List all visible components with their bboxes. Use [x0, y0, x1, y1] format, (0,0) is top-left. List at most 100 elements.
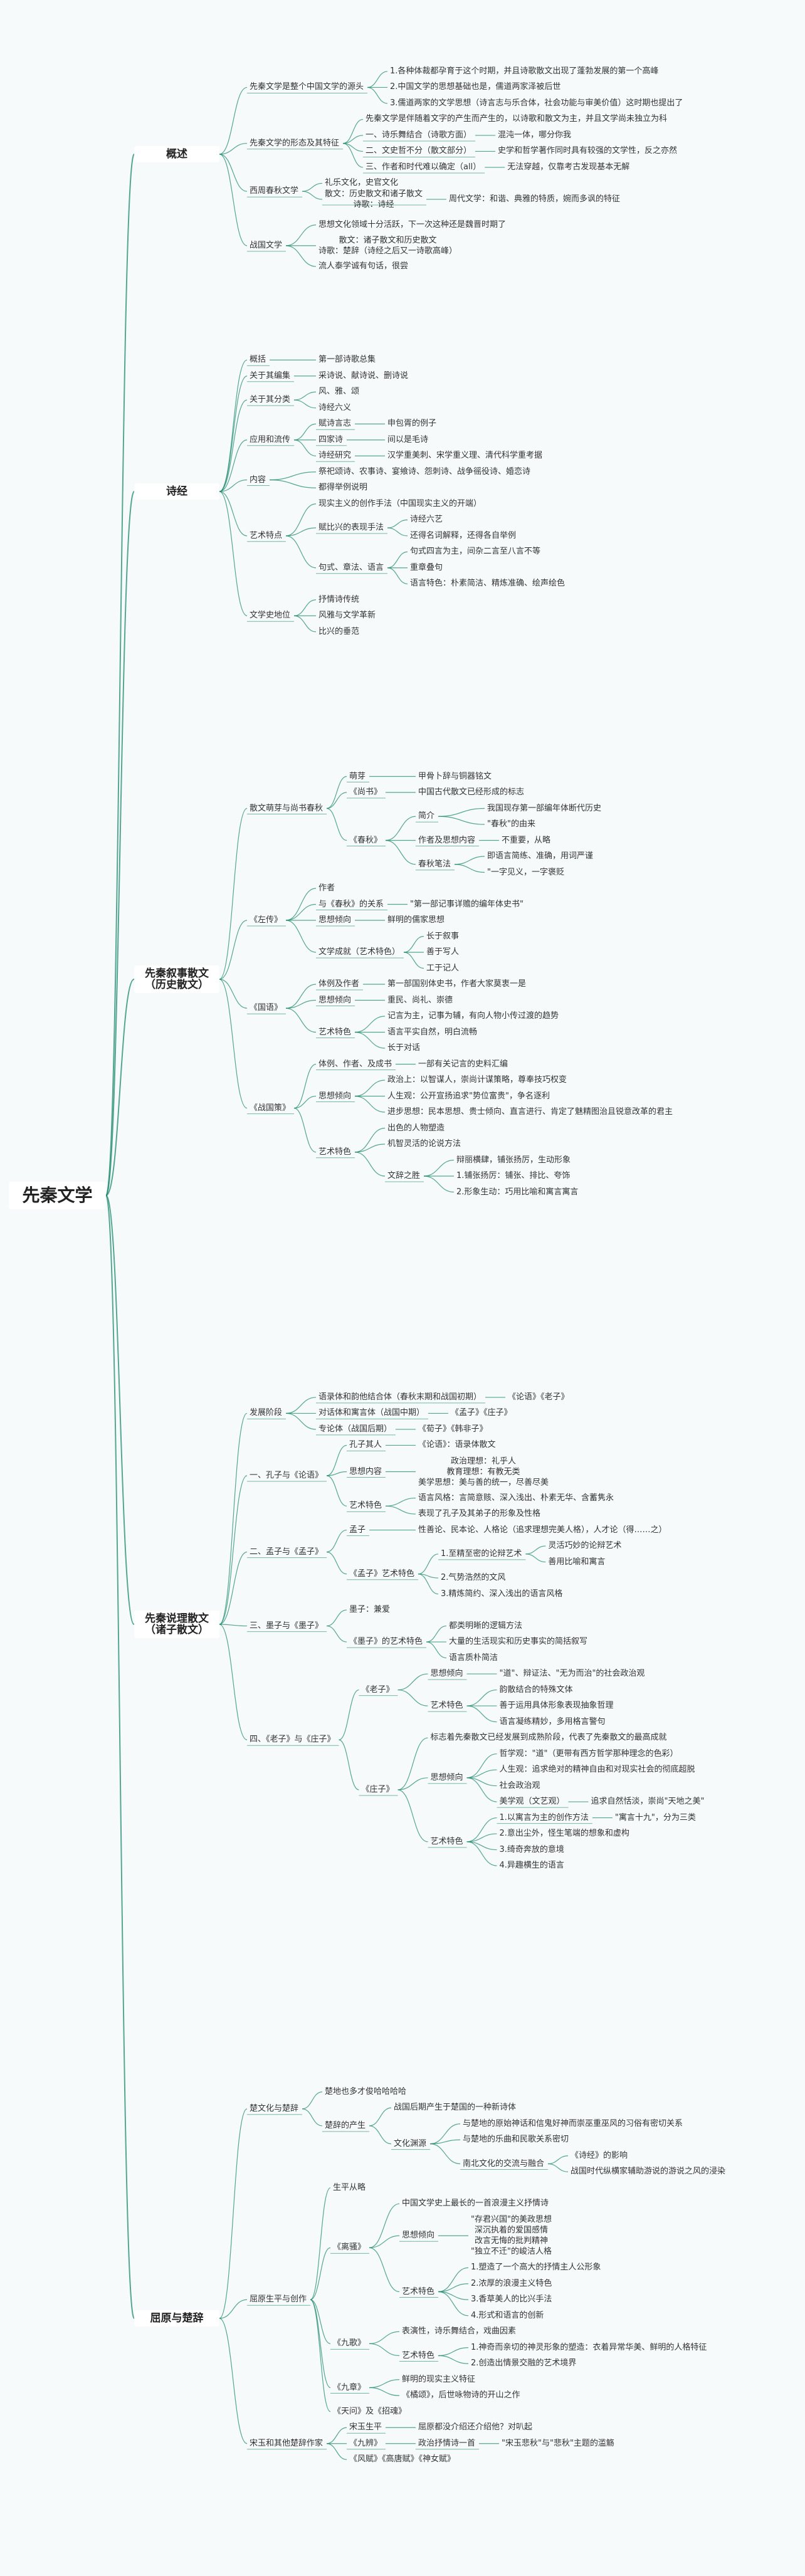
topic-node[interactable]: 关于其分类 [250, 395, 291, 404]
topic-node[interactable]: 文辞之胜 [387, 1171, 421, 1180]
topic-node[interactable]: 思想倾向 [318, 995, 352, 1005]
topic-node[interactable]: 孟子 [349, 1525, 366, 1535]
topic-node[interactable]: 思想内容 [349, 1466, 382, 1476]
topic-node[interactable]: 艺术特色 [402, 2350, 435, 2360]
section-topic[interactable]: 先秦叙事散文 （历史散文） [134, 965, 219, 993]
topic-node[interactable]: 对话体和寓言体（战国中期） [318, 1408, 425, 1418]
topic-node[interactable]: 思想倾向 [318, 915, 352, 925]
topic-node[interactable]: 第一部诗歌总集 [318, 355, 376, 365]
topic-node[interactable]: 1.铺张扬厉：铺张、排比、夸饰 [456, 1171, 571, 1180]
topic-node[interactable]: 记言为主，记事为辅，有向人物小传过渡的趋势 [387, 1011, 559, 1021]
topic-node[interactable]: 标志着先秦散文已经发展到成熟阶段，代表了先秦散文的最高成就 [430, 1733, 667, 1743]
topic-node[interactable]: 不重要，从略 [502, 835, 551, 845]
topic-node[interactable]: 长于叙事 [426, 931, 460, 941]
topic-node[interactable]: 祭祀颂诗、农事诗、宴飨诗、怨刺诗、战争徭役诗、婚恋诗 [318, 466, 531, 476]
topic-node[interactable]: 表现了孔子及其弟子的形象及性格 [418, 1509, 541, 1519]
topic-node[interactable]: 3.精炼简约、深入浅出的语言风格 [441, 1589, 563, 1599]
topic-node[interactable]: 礼乐文化，史官文化 [325, 178, 399, 188]
topic-node[interactable]: 句式、章法、语言 [318, 562, 384, 572]
topic-node[interactable]: "一字见义，一字褒贬 [487, 867, 564, 877]
topic-node[interactable]: 散文：诸子散文和历史散文 诗歌：楚辞（诗经之后又一诗歌高峰） [318, 235, 458, 256]
topic-node[interactable]: 人生观：公开宣扬追求"势位富贵"，争名逐利 [387, 1091, 550, 1101]
topic-node[interactable]: 机智灵活的论说方法 [387, 1139, 461, 1149]
topic-node[interactable]: 作者及思想内容 [418, 835, 476, 845]
topic-node[interactable]: 《九辨》 [349, 2438, 382, 2448]
topic-node[interactable]: 四家诗 [318, 434, 344, 444]
topic-node[interactable]: 思想倾向 [430, 1669, 463, 1679]
topic-node[interactable]: 2.形象生动：巧用比喻和寓言寓言 [456, 1187, 579, 1197]
topic-node[interactable]: 文学成就（艺术特色） [318, 947, 401, 957]
topic-node[interactable]: 先秦文学是伴随着文字的产生而产生的，以诗歌和散文为主，并且文学尚未独立为科 [366, 114, 668, 124]
topic-node[interactable]: 内容 [250, 475, 266, 485]
topic-node[interactable]: 《诗经》的影响 [571, 2150, 628, 2160]
topic-node[interactable]: 鲜明的儒家思想 [387, 915, 445, 925]
topic-node[interactable]: 比兴的垂范 [318, 626, 360, 636]
topic-node[interactable]: 政治上：以智谋人，崇尚计谋策略，尊奉技巧权变 [387, 1075, 567, 1085]
topic-node[interactable]: 赋诗言志 [318, 419, 352, 429]
root-topic[interactable]: 先秦文学 [9, 1182, 106, 1209]
topic-node[interactable]: 艺术特色 [318, 1147, 352, 1157]
topic-node[interactable]: 句式四言为主，间杂二言至八言不等 [410, 547, 541, 557]
topic-node[interactable]: 孔子其人 [349, 1440, 382, 1450]
topic-node[interactable]: 中国古代散文已经形成的标志 [418, 787, 525, 797]
topic-node[interactable]: 屈原生平与创作 [250, 2295, 307, 2305]
topic-node[interactable]: 1.神奇而亲切的神灵形象的塑造：衣着异常华美、鲜明的人格特征 [471, 2342, 707, 2352]
topic-node[interactable]: 长于对话 [387, 1043, 421, 1053]
topic-node[interactable]: 表演性，诗乐舞结合，戏曲因素 [402, 2326, 517, 2337]
topic-node[interactable]: 语言凝练精妙，多用格言警句 [499, 1716, 606, 1727]
topic-node[interactable]: 现实主义的创作手法（中国现实主义的开端） [318, 498, 482, 508]
topic-node[interactable]: 2.意出尘外，怪生笔端的想象和虚构 [499, 1829, 629, 1839]
topic-node[interactable]: 美学观（文艺观） [499, 1797, 565, 1807]
topic-node[interactable]: 进步思想：民本思想、贵士倾向、直言进行、肯定了魅精图治且锐意改革的君主 [387, 1107, 673, 1117]
topic-node[interactable]: "寓言十九"，分为三类 [614, 1812, 696, 1822]
section-topic[interactable]: 先秦说理散文 （诸子散文） [134, 1611, 219, 1638]
section-topic[interactable]: 诗经 [134, 483, 219, 500]
topic-node[interactable]: 发展阶段 [250, 1408, 283, 1418]
topic-node[interactable]: 抒情诗传统 [318, 594, 360, 604]
topic-node[interactable]: 史学和哲学著作同时具有较强的文学性，反之亦然 [498, 146, 678, 156]
topic-node[interactable]: 《战国策》 [250, 1103, 291, 1113]
topic-node[interactable]: 艺术特色 [349, 1501, 382, 1511]
topic-node[interactable]: 与楚地的原始神话和信鬼好神而崇巫重巫风的习俗有密切关系 [463, 2118, 683, 2128]
topic-node[interactable]: 善用比喻和寓言 [548, 1557, 606, 1567]
topic-node[interactable]: 艺术特色 [318, 1027, 352, 1037]
topic-node[interactable]: 诗经六义 [318, 402, 352, 413]
topic-node[interactable]: 简介 [418, 811, 435, 821]
topic-node[interactable]: 风雅与文学革新 [318, 611, 376, 621]
topic-node[interactable]: 生平从略 [333, 2182, 366, 2192]
topic-node[interactable]: 3.绮奇奔放的意境 [499, 1844, 564, 1854]
topic-node[interactable]: 政治抒情诗一首 [418, 2438, 476, 2448]
topic-node[interactable]: 一部有关记言的史料汇编 [418, 1059, 508, 1069]
topic-node[interactable]: 1.塑造了一个高大的抒情主人公形象 [471, 2263, 601, 2273]
topic-node[interactable]: 哲学观："道"（更带有西方哲学那种理念的色彩） [499, 1748, 678, 1759]
topic-node[interactable]: 战国时代纵横家辅助游说的游说之风的浸染 [571, 2167, 726, 2177]
topic-node[interactable]: "宋玉悲秋"与"悲秋"主题的滥觞 [502, 2438, 614, 2448]
topic-node[interactable]: 语言平实自然，明白流畅 [387, 1027, 478, 1037]
topic-node[interactable]: 汉学重美刺、宋学重义理、清代科学重考据 [387, 451, 543, 461]
topic-node[interactable]: 艺术特点 [250, 530, 283, 540]
topic-node[interactable]: 四、《老子》与《庄子》 [250, 1735, 335, 1745]
topic-node[interactable]: 墨子：兼爱 [349, 1605, 391, 1615]
topic-node[interactable]: 社会政治观 [499, 1780, 540, 1790]
topic-node[interactable]: 《九章》 [333, 2382, 366, 2392]
topic-node[interactable]: 采诗说、献诗说、删诗说 [318, 371, 409, 381]
topic-node[interactable]: 散文萌芽与尚书春秋 [250, 803, 324, 813]
topic-node[interactable]: 风、雅、颂 [318, 387, 360, 397]
topic-node[interactable]: 先秦文学的形态及其特征 [250, 138, 340, 148]
topic-node[interactable]: 灵活巧妙的论辩艺术 [548, 1541, 622, 1551]
topic-node[interactable]: 3.儒道两家的文学思想（诗言志与乐合体，社会功能与审美价值）这时期也提出了 [390, 98, 683, 108]
topic-node[interactable]: 中国文学史上最长的一首浪漫主义抒情诗 [402, 2199, 549, 2209]
topic-node[interactable]: 无法穿越，仅靠考古发现基本无解 [507, 162, 630, 172]
topic-node[interactable]: 《橘颂》，后世咏物诗的开山之作 [402, 2390, 520, 2400]
topic-node[interactable]: 即语言简练、准确，用词严谨 [487, 851, 594, 861]
topic-node[interactable]: 先秦文学是整个中国文学的源头 [250, 82, 364, 92]
topic-node[interactable]: 思想倾向 [402, 2231, 435, 2241]
topic-node[interactable]: 人生观：追求绝对的精神自由和对现实社会的彻底超脱 [499, 1765, 695, 1775]
topic-node[interactable]: 我国现存第一部编年体断代历史 [487, 803, 602, 813]
topic-node[interactable]: 性善论、民本论、人格论（追求理想完美人格），人才论（得……之） [418, 1525, 667, 1535]
topic-node[interactable]: 4.异趣横生的语言 [499, 1861, 564, 1871]
topic-node[interactable]: 概括 [250, 355, 266, 365]
topic-node[interactable]: 《墨子》的艺术特色 [349, 1637, 423, 1647]
topic-node[interactable]: 善于运用具体形象表现抽象哲理 [499, 1701, 614, 1711]
topic-node[interactable]: 战国后期产生于楚国的一种新诗体 [394, 2103, 517, 2113]
